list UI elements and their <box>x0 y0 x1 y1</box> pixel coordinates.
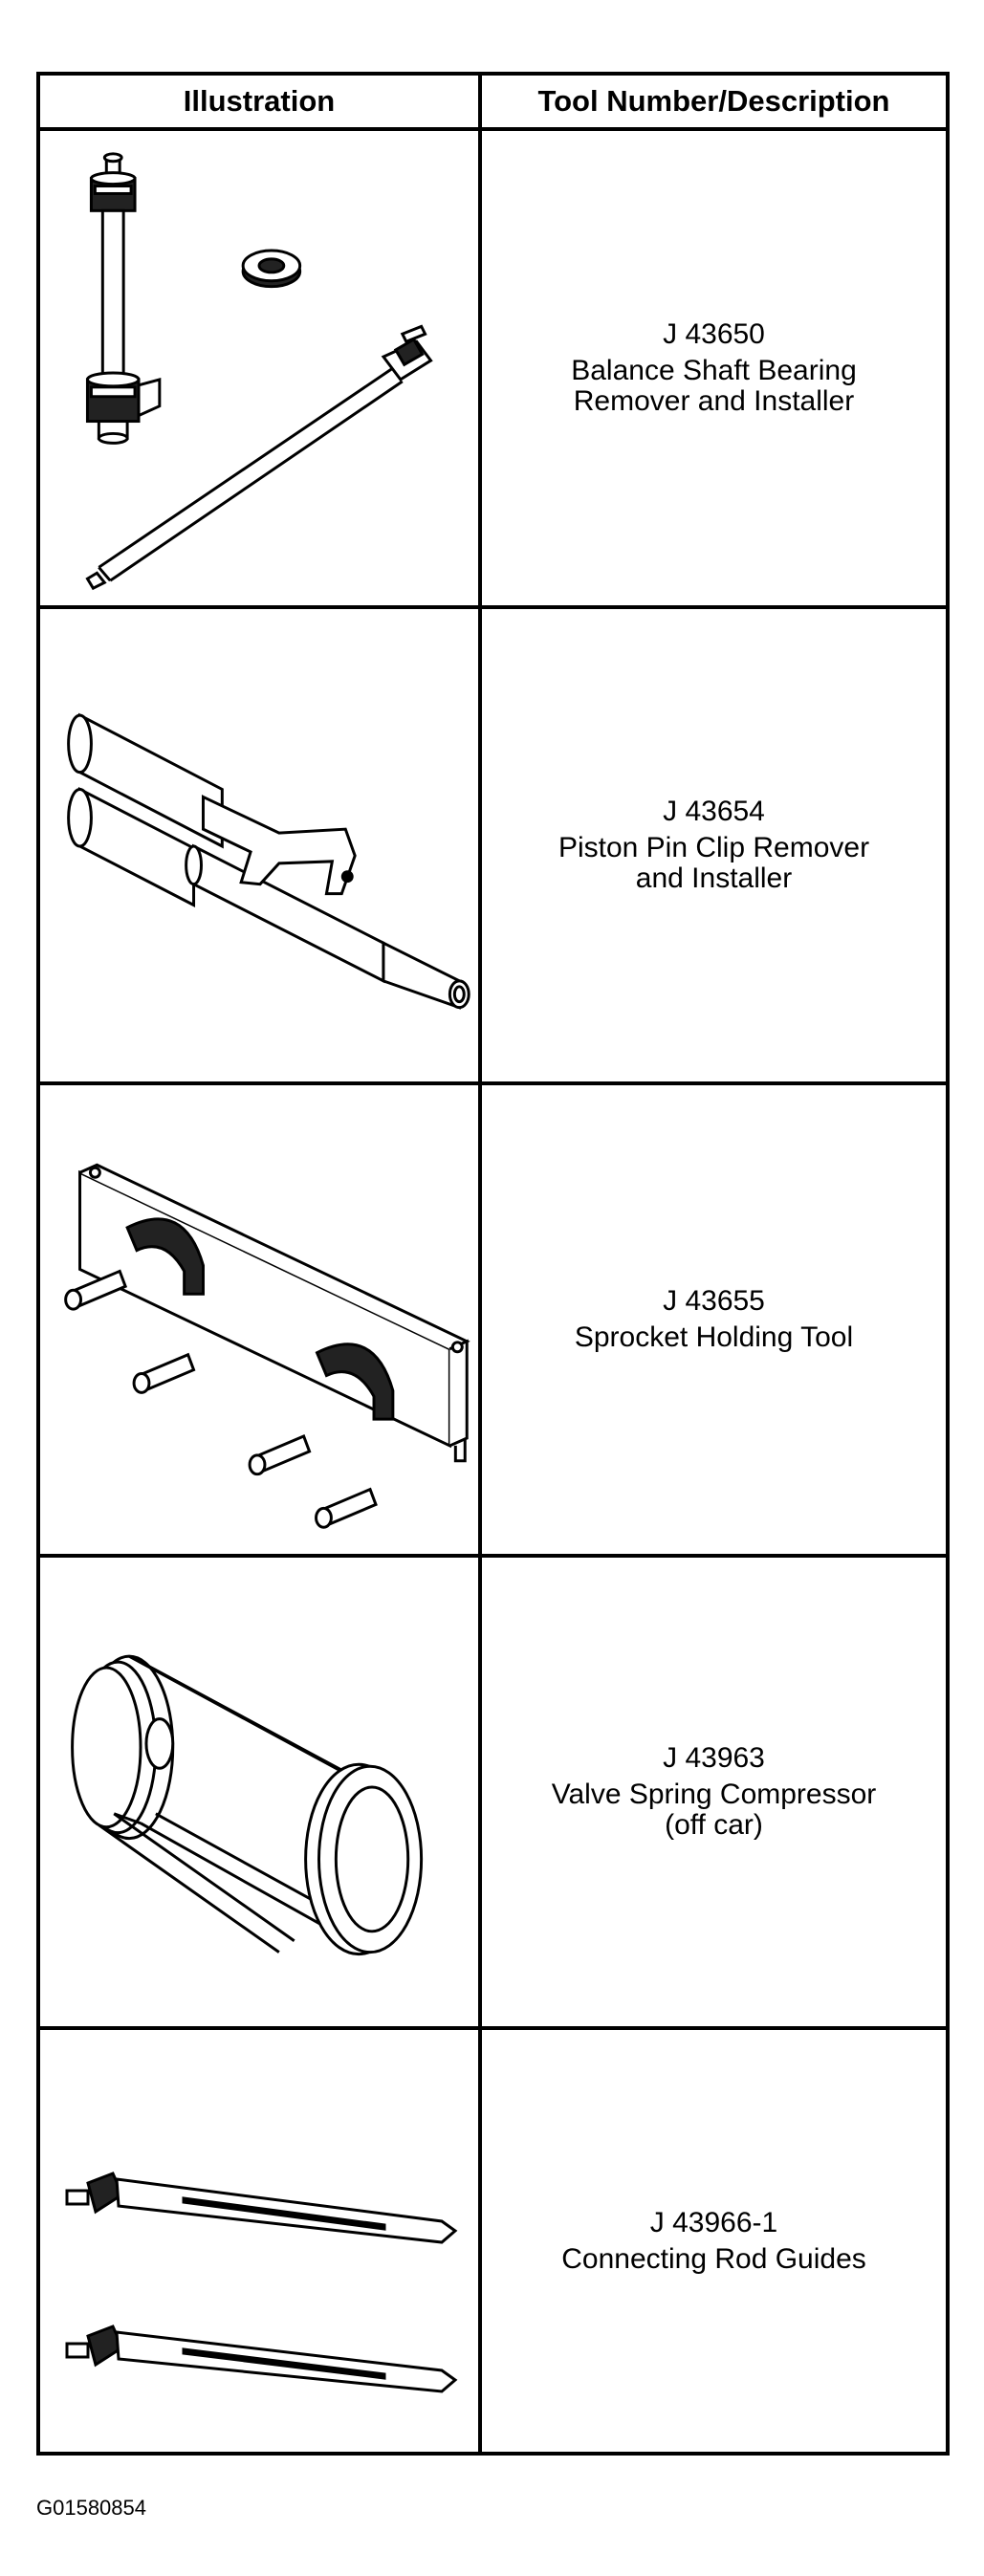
tool-number: J 43963 <box>663 1742 765 1774</box>
table-row: J 43963 Valve Spring Compressor (off car… <box>40 1558 946 2030</box>
header-illustration: Illustration <box>183 84 336 118</box>
tool-table: Illustration Tool Number/Description <box>36 72 950 2456</box>
connecting-rod-guides-icon <box>65 2172 458 2393</box>
illustration-cell <box>40 2030 478 2452</box>
description-cell: J 43654 Piston Pin Clip Remover and Inst… <box>482 609 946 1081</box>
description-cell: J 43655 Sprocket Holding Tool <box>482 1085 946 1554</box>
valve-spring-compressor-icon <box>71 1654 424 1956</box>
bearing-remover-installer-icon <box>85 152 433 591</box>
table-row: J 43650 Balance Shaft Bearing Remover an… <box>40 131 946 609</box>
description-cell: J 43650 Balance Shaft Bearing Remover an… <box>482 131 946 605</box>
table-row: J 43966-1 Connecting Rod Guides <box>40 2030 946 2452</box>
sprocket-holding-tool-icon <box>64 1163 470 1529</box>
illustration-cell <box>40 1085 478 1554</box>
illustration-cell <box>40 609 478 1081</box>
description-cell: J 43963 Valve Spring Compressor (off car… <box>482 1558 946 2026</box>
tool-number: J 43966-1 <box>649 2206 778 2238</box>
table-row: J 43654 Piston Pin Clip Remover and Inst… <box>40 609 946 1085</box>
illustration-cell <box>40 131 478 605</box>
figure-code: G01580854 <box>36 2496 146 2520</box>
column-divider <box>478 76 482 2452</box>
table-row: J 43655 Sprocket Holding Tool <box>40 1085 946 1558</box>
table-header: Illustration Tool Number/Description <box>40 76 946 131</box>
tool-number: J 43650 <box>663 318 765 350</box>
tool-description: Sprocket Holding Tool <box>574 1321 854 1353</box>
description-cell: J 43966-1 Connecting Rod Guides <box>482 2030 946 2452</box>
header-tool-number-description: Tool Number/Description <box>537 84 890 118</box>
tool-description: Balance Shaft Bearing Remover and Instal… <box>571 355 857 417</box>
piston-pin-clip-tool-icon <box>67 712 470 1010</box>
illustration-cell <box>40 1558 478 2026</box>
tool-description: Connecting Rod Guides <box>561 2242 866 2275</box>
tool-description: Piston Pin Clip Remover and Installer <box>558 832 870 894</box>
tool-description: Valve Spring Compressor (off car) <box>551 1779 877 1841</box>
tool-number: J 43655 <box>663 1285 765 1317</box>
tool-number: J 43654 <box>663 796 765 827</box>
